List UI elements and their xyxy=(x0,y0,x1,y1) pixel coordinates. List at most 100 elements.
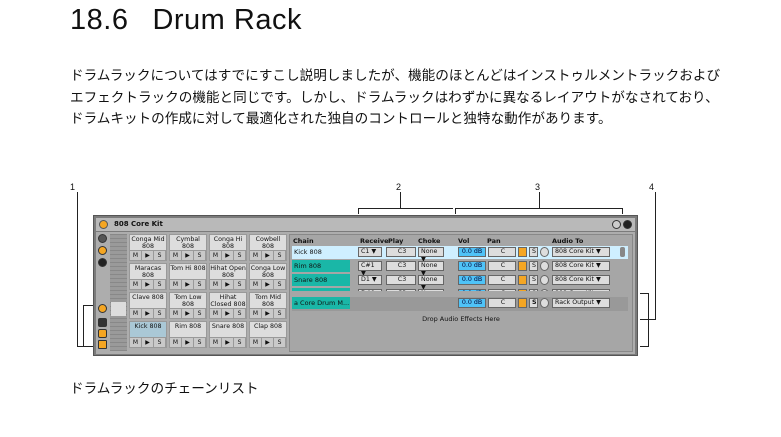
preview-button[interactable]: ▶ xyxy=(262,338,274,347)
receive-select[interactable]: D#1 ▼ xyxy=(358,289,382,291)
mute-button[interactable]: M xyxy=(210,251,222,260)
io-icon[interactable] xyxy=(98,304,107,313)
solo-button[interactable]: S xyxy=(274,251,286,260)
play-note[interactable]: C3 xyxy=(386,247,416,257)
play-note[interactable]: C3 xyxy=(386,275,416,285)
return-audio-to[interactable]: Rack Output ▼ xyxy=(552,298,610,308)
auto-select-icon[interactable] xyxy=(98,340,107,349)
choke-select[interactable]: None ▼ xyxy=(418,289,444,291)
save-preset-icon[interactable] xyxy=(623,220,632,229)
volume[interactable]: 0.0 dB xyxy=(458,289,486,291)
solo-button[interactable]: S xyxy=(529,298,538,308)
solo-button[interactable]: S xyxy=(154,309,166,318)
mute-button[interactable]: M xyxy=(250,251,262,260)
return-chain-name[interactable]: a Core Drum M... xyxy=(292,297,350,309)
audio-to-select[interactable]: 808 Core Kit ▼ xyxy=(552,289,610,291)
pan[interactable]: C xyxy=(488,289,516,291)
choke-select[interactable]: None ▼ xyxy=(418,275,444,291)
pan[interactable]: C xyxy=(488,261,516,271)
mute-button[interactable]: M xyxy=(170,309,182,318)
receive-select[interactable]: C1 ▼ xyxy=(358,247,382,257)
chain-name[interactable]: Clap 808 xyxy=(292,288,350,291)
audio-to-select[interactable]: 808 Core Kit ▼ xyxy=(552,261,610,271)
audio-to-select[interactable]: 808 Core Kit ▼ xyxy=(552,247,610,257)
mute-button[interactable]: M xyxy=(130,251,142,260)
speaker-icon[interactable] xyxy=(518,261,527,271)
solo-button[interactable]: S xyxy=(234,338,246,347)
solo-button[interactable]: S xyxy=(234,280,246,289)
device-power-icon[interactable] xyxy=(99,220,108,229)
mute-button[interactable]: M xyxy=(130,309,142,318)
preview-button[interactable]: ▶ xyxy=(262,309,274,318)
hot-swap-icon[interactable] xyxy=(540,298,549,308)
chain-scrollbar[interactable] xyxy=(620,247,625,257)
play-note[interactable]: C3 xyxy=(386,289,416,291)
speaker-icon[interactable] xyxy=(518,275,527,285)
preview-button[interactable]: ▶ xyxy=(142,309,154,318)
mute-button[interactable]: M xyxy=(210,280,222,289)
solo-button[interactable]: S xyxy=(529,289,538,291)
device-view-icon[interactable] xyxy=(98,258,107,267)
mute-button[interactable]: M xyxy=(170,251,182,260)
preview-button[interactable]: ▶ xyxy=(262,280,274,289)
preview-button[interactable]: ▶ xyxy=(142,280,154,289)
preview-button[interactable]: ▶ xyxy=(182,251,194,260)
play-note[interactable]: C3 xyxy=(386,261,416,271)
mute-button[interactable]: M xyxy=(210,338,222,347)
return-volume[interactable]: 0.0 dB xyxy=(458,298,486,308)
solo-button[interactable]: S xyxy=(234,309,246,318)
solo-button[interactable]: S xyxy=(194,251,206,260)
pan[interactable]: C xyxy=(488,247,516,257)
return-chain-row[interactable]: a Core Drum M... 0.0 dB C S Rack Output … xyxy=(292,297,628,311)
return-pan[interactable]: C xyxy=(488,298,516,308)
hot-swap-icon[interactable] xyxy=(612,220,621,229)
hot-swap-icon[interactable] xyxy=(540,247,549,257)
receive-select[interactable]: C#1 ▼ xyxy=(358,261,382,277)
preview-button[interactable]: ▶ xyxy=(182,280,194,289)
speaker-icon[interactable] xyxy=(518,298,527,308)
volume[interactable]: 0.0 dB xyxy=(458,261,486,271)
solo-button[interactable]: S xyxy=(529,261,538,271)
solo-button[interactable]: S xyxy=(194,338,206,347)
device-title-bar[interactable]: 808 Core Kit xyxy=(96,218,635,231)
mute-button[interactable]: M xyxy=(250,309,262,318)
chain-name[interactable]: Kick 808 xyxy=(292,246,350,258)
choke-select[interactable]: None ▼ xyxy=(418,247,444,263)
preview-button[interactable]: ▶ xyxy=(222,309,234,318)
hot-swap-icon[interactable] xyxy=(540,289,549,291)
solo-button[interactable]: S xyxy=(154,280,166,289)
drop-effects-area[interactable]: Drop Audio Effects Here xyxy=(422,315,500,323)
volume[interactable]: 0.0 dB xyxy=(458,247,486,257)
pan[interactable]: C xyxy=(488,275,516,285)
preview-button[interactable]: ▶ xyxy=(222,251,234,260)
solo-button[interactable]: S xyxy=(194,280,206,289)
macro-view-icon[interactable] xyxy=(98,234,107,243)
speaker-icon[interactable] xyxy=(518,247,527,257)
audio-to-select[interactable]: 808 Core Kit ▼ xyxy=(552,275,610,285)
receive-select[interactable]: D1 ▼ xyxy=(358,275,382,285)
preview-button[interactable]: ▶ xyxy=(262,251,274,260)
mute-button[interactable]: M xyxy=(170,338,182,347)
pad-overview-grid[interactable] xyxy=(110,234,127,351)
volume[interactable]: 0.0 dB xyxy=(458,275,486,285)
solo-button[interactable]: S xyxy=(529,247,538,257)
solo-button[interactable]: S xyxy=(154,338,166,347)
chain-name[interactable]: Rim 808 xyxy=(292,260,350,272)
mute-button[interactable]: M xyxy=(130,280,142,289)
solo-button[interactable]: S xyxy=(234,251,246,260)
preview-button[interactable]: ▶ xyxy=(142,338,154,347)
